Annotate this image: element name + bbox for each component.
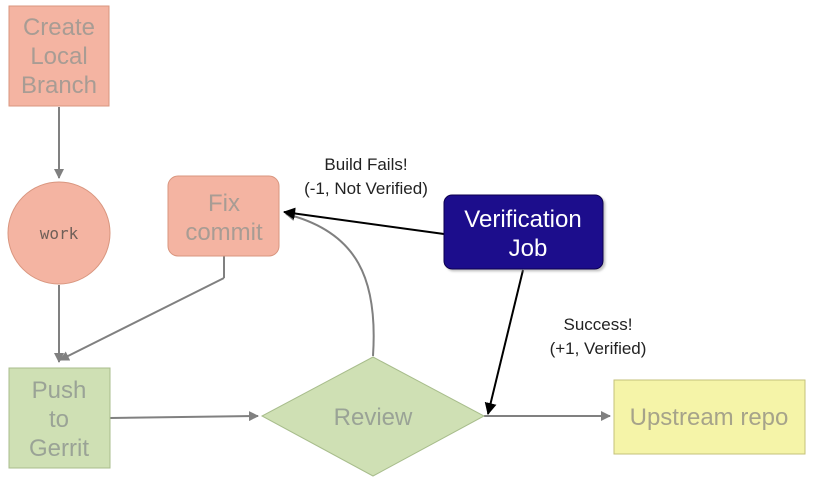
review-node: Review (260, 356, 486, 477)
edge-job-to-fix (283, 207, 445, 235)
success-line-1: Success! (564, 315, 633, 334)
success-label: Success! (+1, Verified) (550, 315, 647, 358)
create-local-branch-node: Create Local Branch (8, 5, 110, 107)
create-local-branch-line-1: Create (23, 14, 95, 41)
work-node: work (7, 181, 111, 285)
create-local-branch-line-3: Branch (21, 72, 97, 99)
build-fails-line-1: Build Fails! (324, 155, 407, 174)
fix-commit-line-1: Fix (208, 190, 240, 217)
edge-review-to-fix (285, 211, 375, 357)
fix-commit-node: Fix commit (167, 175, 280, 257)
work-label: work (40, 224, 79, 243)
upstream-repo-label: Upstream repo (630, 404, 789, 431)
connectors (54, 107, 611, 422)
fix-commit-line-2: commit (185, 219, 263, 246)
push-to-gerrit-line-3: Gerrit (29, 435, 89, 462)
create-local-branch-line-2: Local (30, 43, 87, 70)
verification-job-line-2: Job (509, 235, 548, 262)
edge-job-to-review (484, 269, 524, 415)
success-line-2: (+1, Verified) (550, 339, 647, 358)
push-to-gerrit-node: Push to Gerrit (8, 367, 111, 469)
verification-job-node: Verification Job (443, 194, 604, 270)
build-fails-line-2: (-1, Not Verified) (304, 179, 428, 198)
upstream-repo-node: Upstream repo (613, 379, 806, 455)
review-label: Review (334, 404, 413, 431)
edge-fix-to-push-diagonal (59, 277, 225, 361)
verification-job-line-1: Verification (464, 206, 581, 233)
edge-push-to-review (109, 411, 259, 422)
build-fails-label: Build Fails! (-1, Not Verified) (304, 155, 428, 198)
push-to-gerrit-line-1: Push (32, 377, 87, 404)
push-to-gerrit-line-2: to (49, 406, 69, 433)
